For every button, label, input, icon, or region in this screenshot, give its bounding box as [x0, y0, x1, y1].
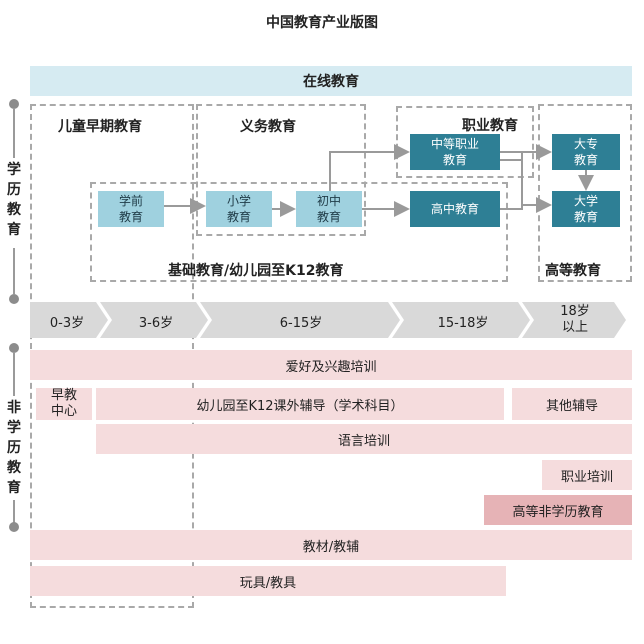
page-title: 中国教育产业版图: [266, 15, 378, 31]
junior-high-box: 初中 教育: [296, 191, 362, 227]
timeline-line: [13, 108, 15, 158]
academic-text-2: 教育: [7, 202, 21, 238]
timeline-dot-mid: [9, 294, 19, 304]
vocational-label: 职业教育: [462, 118, 518, 134]
early-education-center-bar: 早教 中心: [36, 388, 92, 420]
online-education-bar: 在线教育: [30, 66, 632, 96]
academic-education-label: 学历教育: [4, 160, 24, 240]
vocational-training-bar: 职业培训: [542, 460, 632, 490]
timeline-line: [13, 352, 15, 396]
age-label-6-15: 6-15岁: [279, 316, 323, 331]
age-label-18-plus: 18岁 以上: [560, 304, 590, 335]
age-label-3-6: 3-6岁: [138, 316, 174, 331]
non-academic-education-label: 非学历教育: [4, 398, 24, 498]
non-academic-text: 非学历教育: [7, 400, 21, 496]
academic-text-1: 学历: [7, 162, 21, 198]
basic-education-region: [90, 182, 508, 282]
timeline-dot-lower: [9, 343, 19, 353]
age-label-15-18: 15-18岁: [437, 316, 489, 331]
preschool-box: 学前 教育: [98, 191, 164, 227]
language-training-bar: 语言培训: [96, 424, 632, 454]
teaching-materials-bar: 教材/教辅: [30, 530, 632, 560]
toys-teaching-aids-bar: 玩具/教具: [30, 566, 506, 596]
basic-education-label: 基础教育/幼儿园至K12教育: [168, 263, 344, 279]
online-education-label: 在线教育: [303, 74, 359, 90]
timeline-dot-top: [9, 99, 19, 109]
higher-education-label: 高等教育: [545, 263, 601, 279]
primary-box: 小学 教育: [206, 191, 272, 227]
other-tutoring-bar: 其他辅导: [512, 388, 632, 420]
timeline-line: [13, 500, 15, 524]
k12-tutoring-bar: 幼儿园至K12课外辅导（学术科目）: [96, 388, 504, 420]
secondary-vocational-box: 中等职业 教育: [410, 134, 500, 170]
higher-non-degree-bar: 高等非学历教育: [484, 495, 632, 525]
senior-high-box: 高中教育: [410, 191, 500, 227]
university-box: 大学 教育: [552, 191, 620, 227]
age-label-0-3: 0-3岁: [49, 316, 85, 331]
vocational-region: [396, 106, 534, 178]
timeline-line: [13, 248, 15, 294]
early-childhood-label: 儿童早期教育: [58, 119, 142, 135]
timeline-dot-bottom: [9, 522, 19, 532]
interest-training-bar: 爱好及兴趣培训: [30, 350, 632, 380]
compulsory-label: 义务教育: [240, 119, 296, 135]
college-box: 大专 教育: [552, 134, 620, 170]
